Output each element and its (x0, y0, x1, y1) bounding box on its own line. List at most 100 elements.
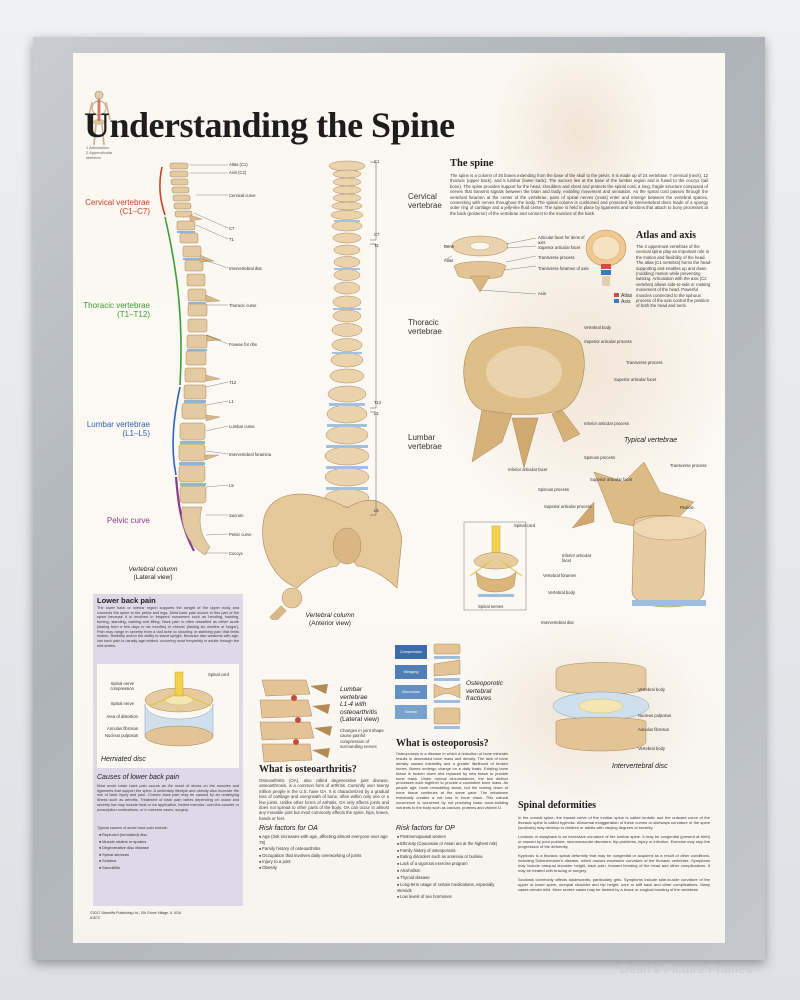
poster-title: Understanding the Spine (84, 105, 455, 145)
lateral-view-caption: Vertebral column (Lateral view) (108, 566, 198, 581)
typical-vertebrae-caption: Typical vertebrae (624, 437, 678, 444)
thoracic-label: Thoracic vertebrae (83, 301, 150, 310)
callout-cervical-curve: Cervical curve (229, 193, 256, 198)
anterior-l1: L1 (374, 411, 379, 416)
causes-intro: Typical causes of acute back pain includ… (97, 826, 168, 830)
oa-risk-list: Age (risk increases with age, affecting … (259, 834, 389, 871)
mini-caption-1: 1 Articulation (86, 145, 109, 150)
atlas-legend: Atlas Axis (614, 293, 632, 305)
callout-l5: L5 (229, 483, 234, 488)
intervertebral-disc-diagram (546, 660, 656, 760)
the-spine-text: The spine is a column of 26 bones extend… (450, 173, 708, 216)
tv-label-spinous-process: Spinous process (584, 455, 615, 460)
lateral-caption-1: Vertebral column (128, 566, 178, 573)
op-legend-normal: Normal (395, 705, 427, 719)
legend-atlas-item: Atlas (614, 293, 632, 299)
tv-label-transverse-process: Transverse process (626, 360, 663, 365)
causes-text: Most acute lower back pain occurs as the… (97, 784, 239, 812)
thoracic-range: (T1–T12) (117, 310, 150, 319)
lateral-caption-2: (Lateral view) (133, 573, 173, 581)
op-risk-item: Eating disorders such as anorexia or bul… (397, 854, 509, 861)
anterior-lumbar-label: Lumbar vertebrae (408, 433, 442, 451)
op-risk-item: Low levels of sex hormones (397, 894, 509, 901)
anterior-t1: T1 (374, 243, 379, 248)
atlas-axis-heading: Atlas and axis (636, 230, 697, 241)
op-legend-wedging: Wedging (395, 665, 427, 679)
mini-caption-2: 2 Appendicular skeleton (86, 150, 113, 160)
cause-item: Muscle strains or sprains (99, 839, 149, 846)
op-risk-item: Lack of a vigorous exercise program (397, 861, 509, 868)
op-caption-2: vertebral (466, 687, 492, 695)
atlas-label-transverse-foramen: Transverse foramen of axis (538, 266, 589, 271)
atlas-axis-diagram (440, 232, 620, 304)
disc-label-vertebral-body-2: Vertebral body (638, 746, 666, 751)
oa-risk-item: Family history of osteoarthritis (259, 846, 389, 852)
callout-t1: T1 (229, 237, 234, 242)
causes-heading: Causes of lower back pain (97, 774, 180, 781)
lumbar-label: Lumbar vertebrae (86, 420, 150, 429)
oa-photo-caption: Lumbar vertebrae L1-4 with osteoarthriti… (340, 686, 379, 724)
anterior-t12: T12 (374, 400, 382, 405)
cause-item: Spinal stenosis (99, 852, 149, 859)
op-legend-compression: Compression (395, 645, 427, 659)
callout-c7: C7 (229, 226, 235, 231)
callout-sacrum: Sacrum (229, 513, 244, 518)
tv-label-vertebral-foramen: Vertebral foramen (543, 573, 577, 578)
tv-label-spinous-process-2: Spinous process (538, 487, 569, 492)
typical-vertebra-top (452, 322, 592, 472)
callout-pelvic-curve: Pelvic curve (229, 532, 252, 537)
op-risk-list: Postmenopausal women Ethnicity (Caucasia… (397, 834, 509, 901)
spinal-cord-diagram (462, 520, 528, 612)
anterior-caption-2: (Anterior view) (309, 619, 351, 627)
oa-risk-heading: Risk factors for OA (259, 825, 318, 832)
pelvic-label: Pelvic curve (106, 516, 150, 525)
op-text: Osteoporosis is a disease in which a red… (396, 751, 508, 810)
callout-l1: L1 (229, 399, 234, 404)
op-risk-item: Postmenopausal women (397, 834, 509, 841)
tv-label-vertebral-body: Vertebral body (584, 325, 612, 330)
tv-label-sup-articular-process: Superior articular process (584, 339, 632, 344)
oa-risk-item: Age (risk increases with age, affecting … (259, 834, 389, 846)
op-risk-item: Family history of osteoporosis (397, 848, 509, 855)
anterior-l5: L5 (374, 508, 379, 513)
op-risk-item: Ethnicity (Caucasian or Asian are at the… (397, 841, 509, 848)
lower-back-heading: Lower back pain (97, 596, 156, 605)
op-caption-3: fractures (466, 695, 492, 702)
legend-atlas-label: Atlas (621, 293, 633, 299)
pelvic-region-label: Pelvic curve (72, 516, 150, 525)
copyright: ©2017 Scientific Publishing Ltd., Elk Gr… (90, 911, 181, 915)
lateral-spine-diagram (110, 155, 280, 575)
oa-heading: What is osteoarthritis? (259, 764, 357, 775)
oa-caption-3: L1-4 with (340, 701, 367, 708)
typical-vertebra-side (564, 461, 712, 622)
cause-item: Ruptured (herniated) disc (99, 832, 149, 839)
poster-code: #1573 (90, 916, 100, 920)
herniated-label-area-of-distortion: Area of distortion (106, 714, 138, 719)
op-risk-item: Alcoholism (397, 868, 509, 875)
op-heading: What is osteoporosis? (396, 738, 489, 749)
anterior-thoracic-label: Thoracic vertebrae (408, 318, 442, 336)
deformities-p4: Scoliosis commonly affects adolescents, … (518, 877, 710, 892)
op-legend: Compression Wedging Biconcave Normal (395, 645, 427, 719)
deformities-p3: Kyphosis is a thoracic spinal deformity … (518, 853, 710, 873)
head-neck-illustration (576, 228, 632, 288)
intervertebral-disc-caption: Intervertebral disc (612, 763, 668, 770)
callout-intervertebral-foramina: Intervertebral foramina (229, 452, 272, 457)
atlas-axis-text: The 2 uppermost vertebrae of the cervica… (636, 244, 712, 309)
anterior-c7: C7 (374, 232, 380, 237)
thoracic-region-label: Thoracic vertebrae (T1–T12) (72, 301, 150, 319)
herniated-label-spinal-cord: Spinal cord (208, 672, 229, 677)
cervical-label: Cervical vertebrae (85, 198, 150, 207)
disc-label-vertebral-body: Vertebral body (638, 687, 666, 692)
tv-label-inf-articular-facet: Inferior articular facet (508, 467, 548, 472)
frame-watermark: Dean's Picture Frames (620, 962, 753, 976)
herniated-label-compression: Spinal nerve compression (110, 681, 134, 691)
cervical-range: (C1–C7) (119, 207, 150, 216)
legend-atlas-swatch (614, 293, 619, 297)
anterior-view-caption: Vertebral column (Anterior view) (280, 612, 380, 627)
callout-coccyx: Coccyx (229, 551, 243, 556)
callout-lumbar-curve: Lumbar curve (229, 424, 255, 429)
tv-label-vertebral-body-2: Vertebral body (548, 590, 576, 595)
herniated-label-nucleus: Nucleus pulposus (104, 733, 138, 738)
deformities-p2: Lordosis or swayback is an excessive cur… (518, 834, 710, 849)
